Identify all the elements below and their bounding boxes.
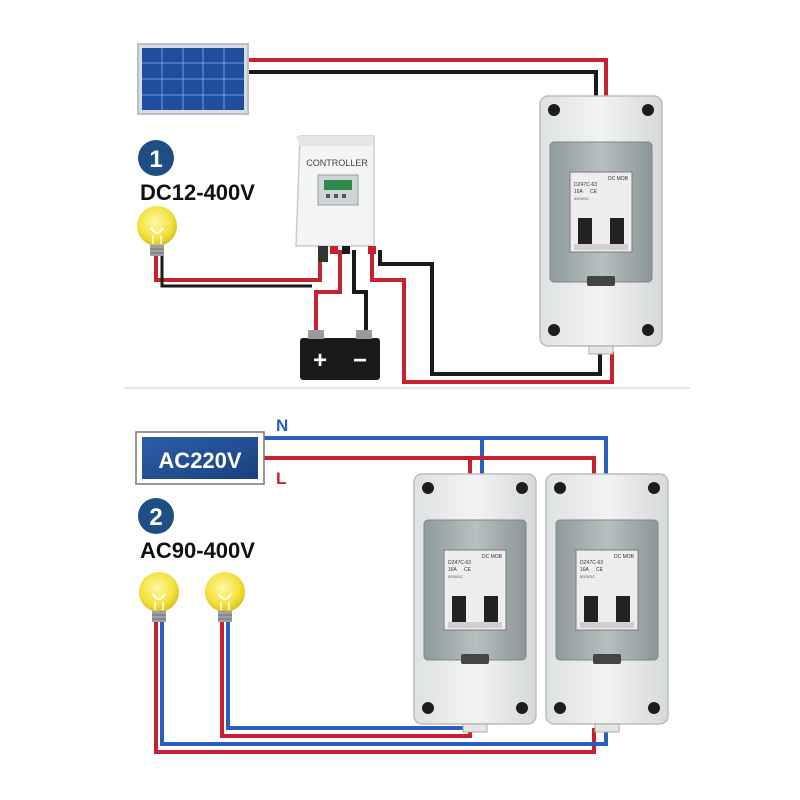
screw-icon <box>422 702 434 714</box>
step-number-2: 2 <box>149 504 162 531</box>
battery-red-wire <box>314 250 342 338</box>
breaker-black-return-wire <box>378 250 602 376</box>
battery-minus-label: − <box>353 347 367 374</box>
breaker-toggle <box>616 596 630 624</box>
screw-icon <box>516 482 528 494</box>
screw-icon <box>642 104 654 116</box>
controller-label: CONTROLLER <box>306 158 368 168</box>
ac-voltage-label: AC90-400V <box>140 538 255 563</box>
solar-red-wire <box>246 58 608 96</box>
breaker-type-tag: DC MOB <box>608 176 629 182</box>
breaker-voltage-tag: 500VDC <box>574 196 589 201</box>
din-rail <box>448 622 502 628</box>
dc-voltage-label: DC12-400V <box>140 180 255 205</box>
battery-black-wire <box>352 250 368 338</box>
breaker-voltage-tag: 500VDC <box>448 574 463 579</box>
step-badge-2: 2 <box>138 498 174 534</box>
breaker-rating: 16A <box>580 567 590 573</box>
screw-icon <box>554 702 566 714</box>
breaker-model-tag: DZ47C-63 <box>580 560 603 566</box>
breaker-ce-mark: CE <box>464 567 472 573</box>
breaker-toggle <box>452 596 466 624</box>
section2-wires <box>154 436 608 754</box>
din-rail <box>574 244 628 250</box>
battery: + − <box>300 330 380 380</box>
cable-gland <box>462 723 488 733</box>
breaker-ce-mark: CE <box>596 567 604 573</box>
breaker-red-return-wire <box>370 250 614 384</box>
bulb1-red-return-wire <box>154 622 596 754</box>
step-badge-1: 1 <box>138 140 174 176</box>
bulb1-blue-return-wire <box>160 622 608 746</box>
ac-source-label: AC220V <box>158 448 241 473</box>
screw-icon <box>516 702 528 714</box>
breaker-type-tag: DC MOB <box>482 554 503 560</box>
ac-source-panel: AC220V <box>135 431 265 485</box>
latch-handle <box>587 276 615 286</box>
battery-plus-label: + <box>313 347 327 374</box>
latch-handle <box>461 654 489 664</box>
solar-black-wire <box>246 70 598 96</box>
line-red-wire <box>262 456 596 474</box>
din-rail <box>580 622 634 628</box>
bulb2-blue-return-wire <box>226 622 482 730</box>
screw-icon <box>642 324 654 336</box>
breaker-toggle <box>584 596 598 624</box>
step-number-1: 1 <box>149 146 162 173</box>
breaker-rating: 16A <box>448 567 458 573</box>
solar-panel <box>137 43 249 115</box>
neutral-label: N <box>276 416 288 435</box>
breaker-rating: 16A <box>574 189 584 195</box>
breaker-type-tag: DC MOB <box>614 554 635 560</box>
cable-gland <box>594 723 620 733</box>
bulb-black-wire <box>160 256 312 288</box>
bulb-red-wire <box>154 256 322 282</box>
breaker-toggle <box>578 218 592 246</box>
screw-icon <box>548 324 560 336</box>
charge-controller: CONTROLLER <box>295 135 376 262</box>
bulb-icon <box>137 206 177 256</box>
screw-icon <box>422 482 434 494</box>
screw-icon <box>648 702 660 714</box>
bulb-icon <box>139 572 179 622</box>
breaker-toggle <box>484 596 498 624</box>
screw-icon <box>554 482 566 494</box>
breaker-ce-mark: CE <box>590 189 598 195</box>
bulb-icon <box>205 572 245 622</box>
latch-handle <box>593 654 621 664</box>
cable-gland <box>588 345 614 355</box>
breaker-model-tag: DZ47C-63 <box>448 560 471 566</box>
breaker-toggle <box>610 218 624 246</box>
breaker-voltage-tag: 500VDC <box>580 574 595 579</box>
neutral-blue-wire <box>262 436 608 474</box>
line-label: L <box>276 469 286 488</box>
breaker-model-tag: DZ47C-63 <box>574 182 597 188</box>
screw-icon <box>548 104 560 116</box>
section1-wires <box>154 58 614 384</box>
screw-icon <box>648 482 660 494</box>
